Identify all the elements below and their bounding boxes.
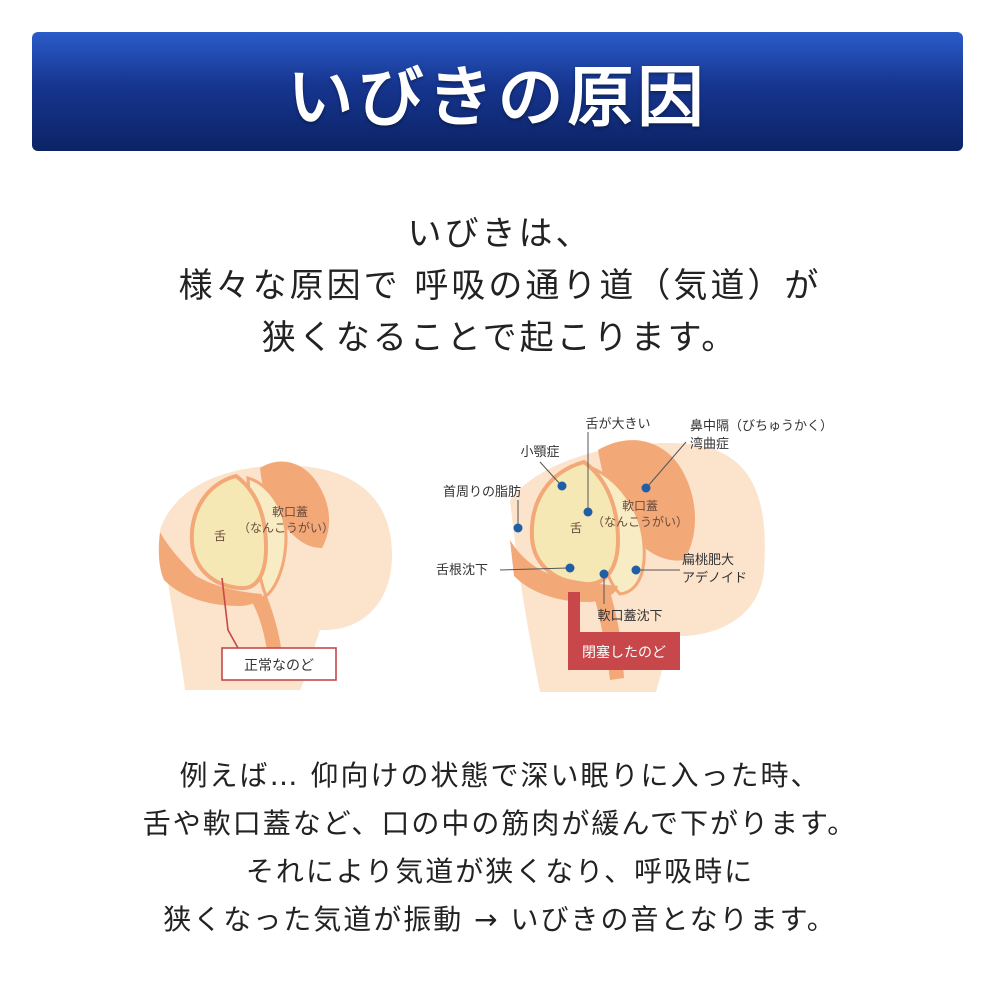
normal-caption: 正常なのど xyxy=(244,658,314,674)
blocked-throat-illustration: 舌 軟口蓋 （なんこうがい） xyxy=(436,417,833,692)
normal-caption-box xyxy=(221,647,337,681)
normal-palate-reading: （なんこうがい） xyxy=(238,520,334,535)
blocked-jaw xyxy=(510,540,618,602)
callout-septum: 鼻中隔（びちゅうかく） xyxy=(690,418,833,434)
explanation-line: それにより気道が狭くなり、呼吸時に xyxy=(245,855,755,888)
blocked-palate-reading: （なんこうがい） xyxy=(592,514,688,529)
callout-palate-sink: 軟口蓋沈下 xyxy=(597,608,662,624)
page-title: いびきの原因 xyxy=(287,58,708,136)
explanation-text: 例えば… 仰向けの状態で深い眠りに入った時、 舌や軟口蓋など、口の中の筋肉が緩ん… xyxy=(0,752,1000,944)
normal-soft-tissue xyxy=(260,461,330,548)
normal-palate-label: 軟口蓋 xyxy=(272,504,308,519)
callout-markers xyxy=(513,481,651,579)
callout-tonsil: 扁桃肥大 xyxy=(682,553,734,568)
normal-jaw xyxy=(158,532,262,606)
callout-small-jaw: 小顎症 xyxy=(520,445,559,460)
blocked-palate-label: 軟口蓋 xyxy=(622,498,658,513)
marker-septum xyxy=(641,483,651,493)
normal-throat-illustration: 舌 軟口蓋 （なんこうがい） 正常なのど xyxy=(158,461,392,690)
explanation-line: 舌や軟口蓋など、口の中の筋肉が緩んで下がります。 xyxy=(142,807,858,840)
blocked-caption-pointer xyxy=(568,592,580,634)
marker-tonsil xyxy=(631,565,641,575)
airway-diagram: 舌 軟口蓋 （なんこうがい） 正常なのど 舌 軟口蓋 （なんこうがい） xyxy=(0,380,1000,720)
explanation-line: 狭くなった気道が振動 → いびきの音となります。 xyxy=(163,903,837,936)
explanation-line: 例えば… 仰向けの状態で深い眠りに入った時、 xyxy=(179,759,821,792)
callout-tongue-root: 舌根沈下 xyxy=(436,563,488,578)
intro-line: 狭くなることで起こります。 xyxy=(261,318,739,358)
callout-septum-2: 湾曲症 xyxy=(690,436,729,452)
marker-small-jaw xyxy=(557,481,567,491)
intro-text: いびきは、 様々な原因で 呼吸の通り道（気道）が 狭くなることで起こります。 xyxy=(0,208,1000,364)
blocked-caption-box xyxy=(568,632,680,670)
marker-big-tongue xyxy=(583,507,593,517)
callout-leaders xyxy=(499,432,687,604)
blocked-caption: 閉塞したのど xyxy=(582,644,666,661)
intro-line: 様々な原因で 呼吸の通り道（気道）が xyxy=(178,266,822,306)
marker-neck-fat xyxy=(513,523,523,533)
intro-line: いびきは、 xyxy=(407,214,593,254)
marker-palate-sink xyxy=(599,569,609,579)
callout-neck-fat: 首周りの脂肪 xyxy=(443,484,521,500)
title-banner: いびきの原因 xyxy=(32,32,963,151)
blocked-tongue-label: 舌 xyxy=(570,521,582,535)
marker-tongue-root xyxy=(565,563,575,573)
normal-tongue xyxy=(189,473,269,591)
callout-tonsil-2: アデノイド xyxy=(682,570,747,586)
normal-caption-leader xyxy=(221,577,239,649)
callout-big-tongue: 舌が大きい xyxy=(585,417,650,432)
blocked-soft-tissue xyxy=(598,440,695,561)
normal-tongue-label: 舌 xyxy=(214,529,226,543)
